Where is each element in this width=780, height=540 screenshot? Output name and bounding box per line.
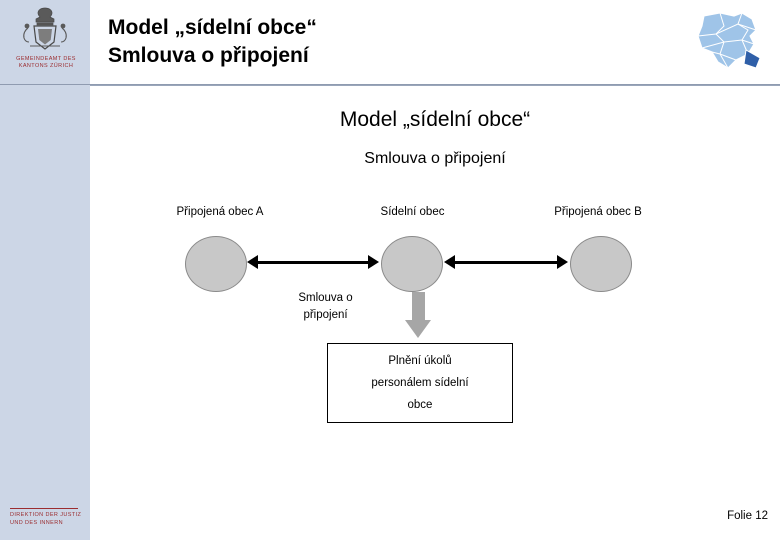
header-title-line2: Smlouva o připojení [108, 44, 309, 67]
node-label-connected-municipality-b: Připojená obec B [554, 206, 642, 218]
page-title: Model „sídelní obce“ [339, 108, 531, 131]
task-box-line1: Plnění úkolů [388, 355, 452, 367]
page-subtitle: Smlouva o připojení [364, 150, 506, 167]
node-circle-center [381, 236, 443, 292]
connector-a-shaft [258, 261, 368, 264]
header-divider [0, 84, 780, 85]
connector-a-arrowhead-left [247, 255, 258, 269]
down-arrow-shaft [412, 292, 425, 322]
task-box: Plnění úkolů personálem sídelní obce [327, 343, 513, 423]
down-arrow-head [405, 320, 431, 338]
connector-a-arrowhead-right [368, 255, 379, 269]
crest-label: GEMEINDEAMT DES KANTONS ZÜRICH [4, 56, 88, 70]
connector-b-arrowhead-left [444, 255, 455, 269]
connector-caption-line2: připojení [303, 309, 348, 321]
footer-department-line1: DIREKTION DER JUSTIZ [10, 512, 82, 518]
task-box-line3: obce [407, 399, 433, 411]
header-bar [90, 0, 780, 86]
crest-label-text: GEMEINDEAMT DES KANTONS ZÜRICH [16, 56, 76, 69]
node-circle-a [185, 236, 247, 292]
canton-map-icon [697, 12, 761, 69]
footer-divider [10, 508, 78, 509]
node-label-seat-municipality: Sídelní obec [380, 206, 445, 218]
left-color-band [0, 0, 90, 540]
header-title: Model „sídelní obce“ Smlouva o připojení [108, 14, 628, 70]
node-label-connected-municipality-a: Připojená obec A [176, 206, 264, 218]
connector-b-shaft [455, 261, 557, 264]
header-title-line1: Model „sídelní obce“ [108, 16, 317, 39]
slide-number: Folie 12 [727, 510, 768, 522]
coat-of-arms-icon [23, 7, 67, 50]
task-box-line2: personálem sídelní [371, 377, 469, 389]
connector-caption: Smlouva o připojení [258, 290, 393, 324]
connector-b-arrowhead-right [557, 255, 568, 269]
task-box-text: Plnění úkolů personálem sídelní obce [365, 350, 474, 416]
footer-department-line2: UND DES INNERN [10, 520, 63, 526]
footer-department: DIREKTION DER JUSTIZ UND DES INNERN [10, 511, 92, 527]
node-circle-b [570, 236, 632, 292]
connector-caption-line1: Smlouva o [298, 292, 353, 304]
